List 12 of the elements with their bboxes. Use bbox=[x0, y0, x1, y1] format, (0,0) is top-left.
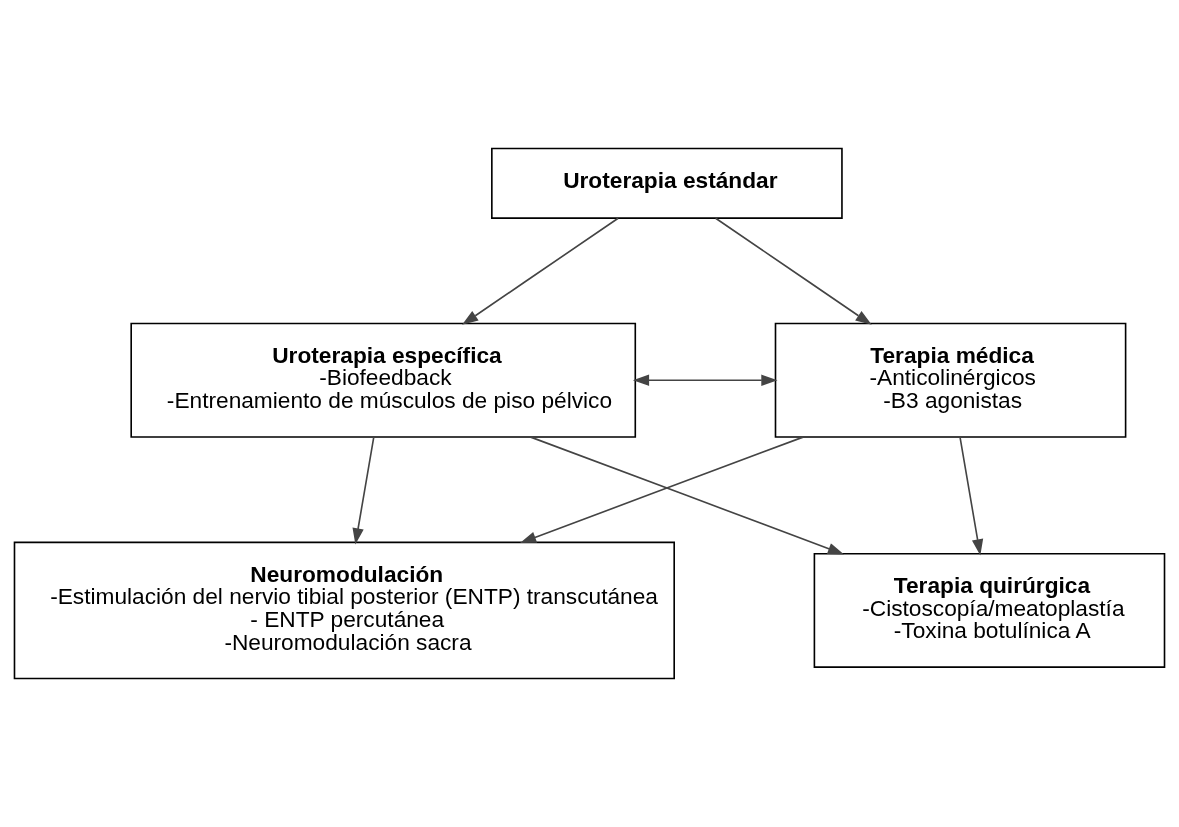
node-box: Terapia médica -Anticolinérgicos -B3 agonistas bbox=[774, 322, 1127, 438]
arrow bbox=[520, 436, 804, 544]
arrow bbox=[529, 436, 845, 555]
arrow bbox=[352, 436, 375, 545]
arrow bbox=[959, 436, 984, 556]
arrow bbox=[462, 217, 619, 325]
node-box: Terapia quirúrgica -Cistoscopía/meatoplastía -Toxina botulínica A bbox=[813, 552, 1166, 668]
node-box: Uroterapia estándar bbox=[491, 147, 843, 219]
node-box: Neuromodulación -Estimulación del nervio tibial posterior (ENTP) transcutánea - ENTP percutánea -Neuromodulación sacra bbox=[13, 541, 675, 680]
arrow bbox=[714, 217, 872, 325]
node-box: Uroterapia específica -Biofeedback -Entrenamiento de músculos de piso pélvico bbox=[130, 322, 637, 438]
arrow bbox=[632, 374, 778, 386]
